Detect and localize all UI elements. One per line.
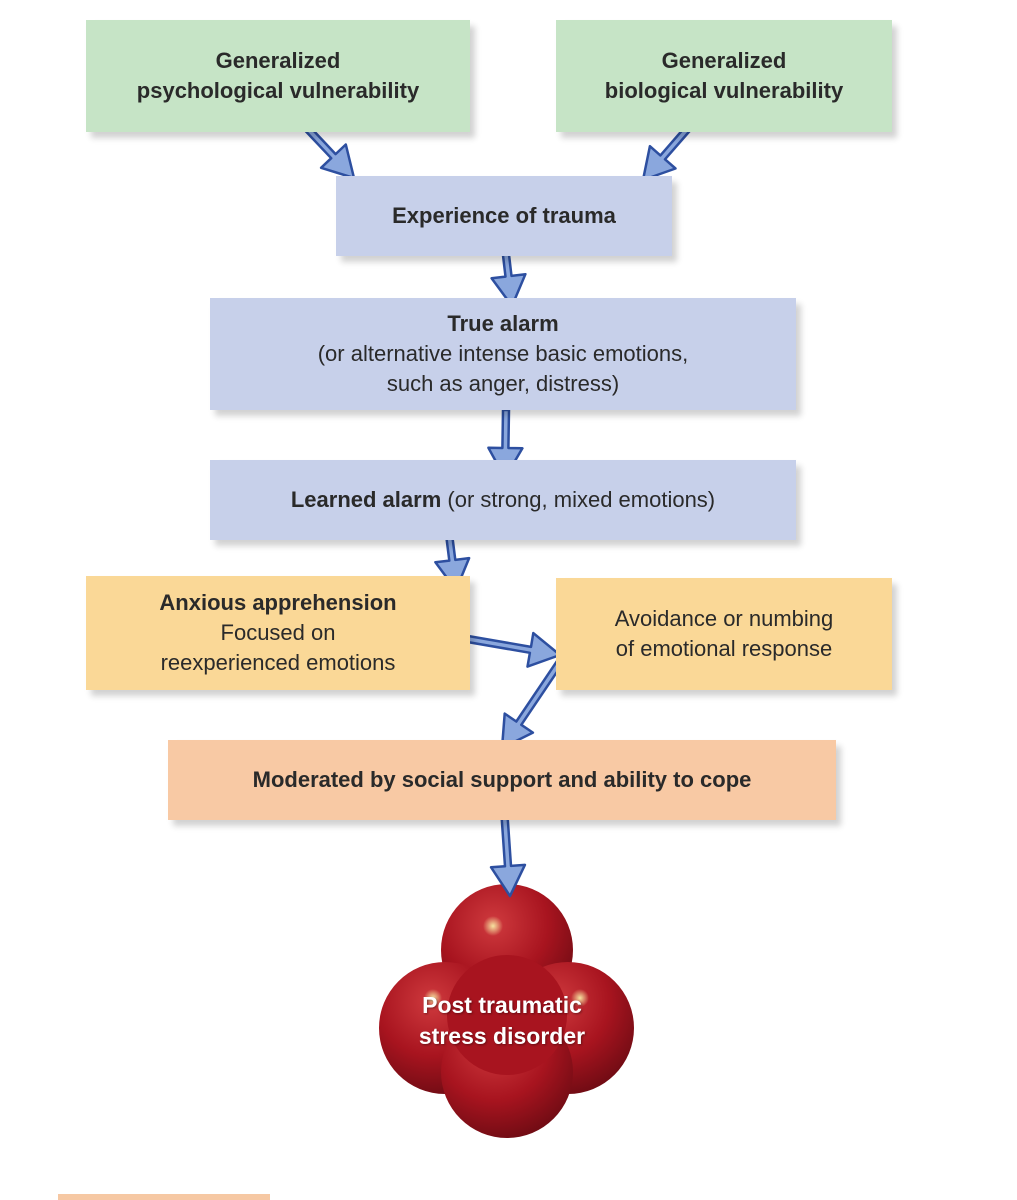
arrow-moderated-to-ptsd [489,806,527,898]
ptsd-blob [379,884,634,1138]
node-true-alarm-line-2: such as anger, distress) [386,371,620,396]
node-true-alarm-line-1: (or alternative intense basic emotions, [317,341,689,366]
node-moderated-text: Moderated by social support and ability … [252,767,752,792]
node-psych-line-1: Generalized [215,48,341,73]
node-learned-alarm-rest: (or strong, mixed emotions) [441,487,716,512]
arrow-bio-to-trauma [641,122,694,182]
arrow-avoidance-to-moderated [500,659,564,750]
node-ptsd-line-2: stress disorder [418,1023,586,1049]
node-biological-vulnerability: Generalized biological vulnerability [556,20,892,132]
arrow-anxious-to-avoidance [460,631,562,668]
node-anxious-apprehension: Anxious apprehension Focused on reexperi… [86,576,470,690]
footer-color-strip [58,1194,270,1200]
arrow-psych-to-trauma [301,122,356,180]
node-ptsd-label: Post traumatic stress disorder [372,990,632,1052]
node-psychological-vulnerability: Generalized psychological vulnerability [86,20,470,132]
node-trauma-text: Experience of trauma [392,203,616,228]
node-learned-alarm-text: Learned alarm (or strong, mixed emotions… [291,485,715,515]
node-anxious-line-1: Focused on [220,620,336,645]
node-bio-line-2: biological vulnerability [604,78,844,103]
node-avoidance-line-2: of emotional response [615,636,833,661]
node-psych-line-2: psychological vulnerability [136,78,420,103]
node-true-alarm: True alarm (or alternative intense basic… [210,298,796,410]
node-ptsd-line-1: Post traumatic [422,992,582,1018]
node-anxious-line-2: reexperienced emotions [160,650,396,675]
node-anxious-title: Anxious apprehension [159,590,397,615]
node-learned-alarm-title: Learned alarm [290,487,442,512]
node-experience-of-trauma: Experience of trauma [336,176,672,256]
node-true-alarm-title: True alarm [447,311,559,336]
node-avoidance-numbing: Avoidance or numbing of emotional respon… [556,578,892,690]
node-bio-line-1: Generalized [661,48,787,73]
node-learned-alarm: Learned alarm (or strong, mixed emotions… [210,460,796,540]
node-moderated-by-support: Moderated by social support and ability … [168,740,836,820]
node-avoidance-line-1: Avoidance or numbing [614,606,834,631]
